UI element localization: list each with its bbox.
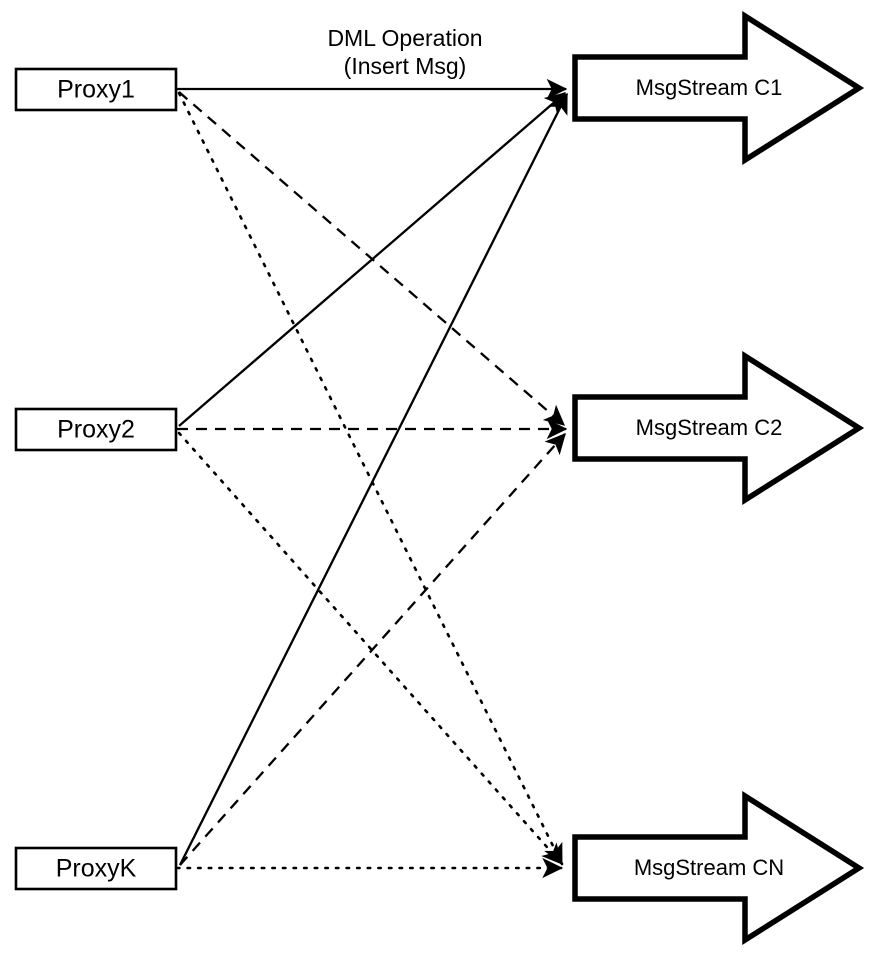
msgstream-c1-arrow-shape[interactable] bbox=[572, 11, 865, 165]
proxy1-label: Proxy1 bbox=[57, 76, 135, 104]
edge-proxy2-to-cn[interactable] bbox=[177, 431, 564, 866]
proxyk-label: ProxyK bbox=[56, 855, 137, 883]
edge-proxy2-to-c1[interactable] bbox=[178, 92, 567, 427]
edge-proxy1-to-cn[interactable] bbox=[177, 91, 564, 866]
stream-node-msgstream-c2[interactable]: MsgStream C2 bbox=[572, 351, 865, 505]
msgstream-c2-arrow-shape[interactable] bbox=[572, 351, 865, 505]
edge-proxyk-to-c1[interactable] bbox=[178, 92, 569, 866]
edge-proxyk-to-c2[interactable] bbox=[179, 432, 566, 866]
proxy2-label: Proxy2 bbox=[57, 416, 135, 444]
annotation-dml-operation: DML Operation (Insert Msg) bbox=[327, 25, 482, 79]
msgstream-c1-label: MsgStream C1 bbox=[636, 75, 783, 100]
proxy1-box[interactable] bbox=[14, 67, 178, 112]
edge-layer bbox=[175, 78, 569, 879]
proxy-node-proxyk[interactable]: ProxyK bbox=[14, 846, 178, 891]
dml-operation-line1: DML Operation bbox=[327, 25, 482, 51]
stream-node-msgstream-cn[interactable]: MsgStream CN bbox=[572, 791, 865, 945]
proxy2-box[interactable] bbox=[14, 407, 178, 452]
proxy-node-proxy1[interactable]: Proxy1 bbox=[14, 67, 178, 112]
dml-operation-line2: (Insert Msg) bbox=[344, 53, 467, 79]
proxy-node-proxy2[interactable]: Proxy2 bbox=[14, 407, 178, 452]
msgstream-cn-label: MsgStream CN bbox=[634, 855, 784, 880]
stream-node-msgstream-c1[interactable]: MsgStream C1 bbox=[572, 11, 865, 165]
proxyk-box[interactable] bbox=[14, 846, 178, 891]
msgstream-c2-label: MsgStream C2 bbox=[636, 415, 783, 440]
msgstream-cn-arrow-shape[interactable] bbox=[572, 791, 865, 945]
